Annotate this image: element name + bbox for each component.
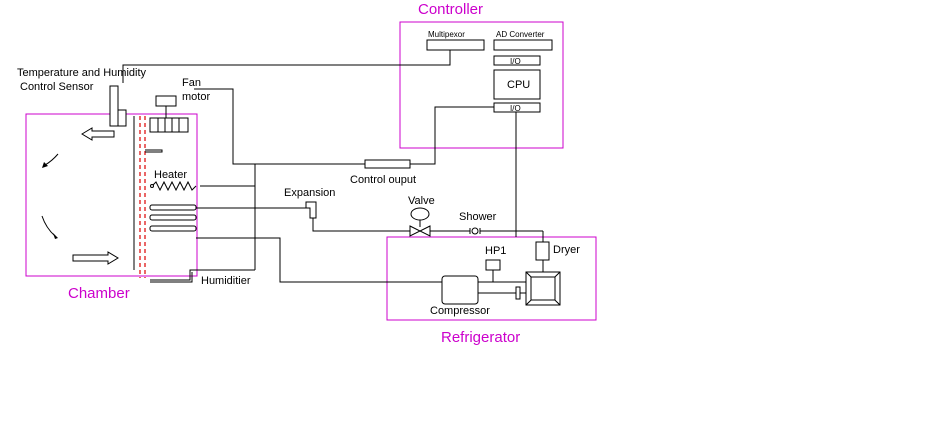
hp1-label: HP1 [485, 245, 506, 257]
valve-label: Valve [408, 195, 435, 207]
condenser-fan-symbol [511, 286, 522, 300]
airflow-curve-arrow-2 [41, 215, 56, 237]
hp1-block [485, 259, 501, 271]
airflow-curve-head-2 [53, 233, 58, 239]
expansion-label: Expansion [284, 187, 335, 199]
multiplexer-label: Multipexor [428, 30, 465, 39]
fan-motor-block [155, 95, 177, 107]
chamber-box [25, 113, 198, 277]
control-output-label: Control ouput [350, 174, 416, 186]
heater-label: Heater [154, 169, 187, 181]
airflow-curve-arrow-1 [44, 153, 59, 166]
fan [149, 117, 189, 133]
airflow-curve-head-1 [42, 162, 48, 168]
expansion-block [305, 201, 317, 219]
shower-symbol [469, 227, 481, 235]
humidifier-element [150, 269, 200, 283]
compressor-label: Compressor [430, 305, 490, 317]
cpu-block [493, 69, 541, 100]
airflow-arrow-bottom [72, 251, 119, 265]
dryer-block [535, 241, 550, 261]
dryer-label: Dryer [553, 244, 580, 256]
wiring [122, 50, 544, 294]
sensor [109, 85, 127, 127]
heater-element [150, 180, 197, 192]
ad-converter-label: AD Converter [496, 30, 545, 39]
condenser-block [525, 271, 561, 306]
controller-title: Controller [418, 1, 483, 18]
humidifier-label: Humiditier [201, 275, 251, 287]
sensor-label-line1: Temperature and Humidity [17, 67, 147, 79]
chamber-internals [41, 95, 200, 283]
fan-label-line1: Fan [182, 77, 201, 89]
controller-box [399, 21, 564, 149]
io-top-block [493, 55, 541, 66]
fan-label-line2: motor [182, 91, 210, 103]
io-bottom-label: I/O [510, 104, 521, 113]
refrigerator-box [386, 236, 597, 321]
cpu-label: CPU [507, 79, 530, 91]
control-output-block [364, 159, 411, 169]
compressor-block [441, 275, 479, 305]
evaporator-coil [149, 204, 197, 232]
valve-symbol [409, 207, 431, 237]
ad-converter-block [493, 39, 553, 51]
io-top-label: I/O [510, 57, 521, 66]
sensor-label-line2: Control Sensor [20, 81, 94, 93]
chamber-title: Chamber [68, 285, 130, 302]
refrigerator-title: Refrigerator [441, 329, 520, 346]
multiplexer-block [426, 39, 485, 51]
shower-label: Shower [459, 211, 497, 223]
airflow-arrow-top [81, 127, 115, 141]
